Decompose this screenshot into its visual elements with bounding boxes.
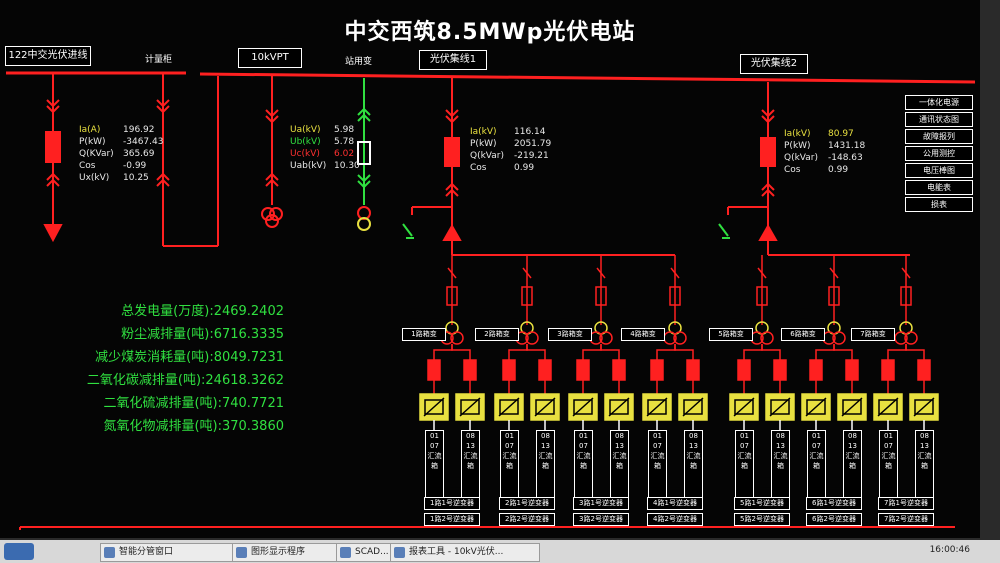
combiner-box[interactable]: 01 07 汇流箱 bbox=[500, 430, 519, 498]
combiner-box[interactable]: 01 07 汇流箱 bbox=[425, 430, 444, 498]
inverter-label[interactable]: 4路1号逆变器 bbox=[647, 497, 703, 510]
window-icon bbox=[340, 547, 351, 558]
combiner-box[interactable]: 01 07 汇流箱 bbox=[735, 430, 754, 498]
stat-nox-reduction: 氮氧化物减排量(吨):370.3860 bbox=[103, 419, 284, 434]
combiner-box[interactable]: 01 07 汇流箱 bbox=[648, 430, 667, 498]
branch-6 bbox=[801, 255, 867, 430]
nav-integrated-power[interactable]: 一体化电源 bbox=[905, 95, 973, 110]
page-title: 中交西筑8.5MWp光伏电站 bbox=[344, 20, 636, 45]
nav-voltage-bar[interactable]: 电压棒图 bbox=[905, 163, 973, 178]
branch-label-1[interactable]: 1路箱变 bbox=[402, 328, 446, 341]
inverter-label[interactable]: 4路2号逆变器 bbox=[647, 513, 703, 526]
combiner-box[interactable]: 01 07 汇流箱 bbox=[807, 430, 826, 498]
branch-label-6[interactable]: 6路箱变 bbox=[781, 328, 825, 341]
combiner-box[interactable]: 08 13 汇流箱 bbox=[843, 430, 862, 498]
line1-measurements: Ia(kV)116.14 P(kW)2051.79 Q(kVar)-219.21… bbox=[470, 127, 552, 173]
line2-measurements: Ia(kV)80.97 P(kW)1431.18 Q(kVar)-148.63 … bbox=[784, 129, 866, 175]
combiner-box[interactable]: 01 07 汇流箱 bbox=[574, 430, 593, 498]
inverter-label[interactable]: 6路2号逆变器 bbox=[806, 513, 862, 526]
task-item-4[interactable]: 报表工具 - 10kV光伏... bbox=[390, 543, 540, 562]
taskbar: 智能分管窗口 图形显示程序 SCAD... 报表工具 - 10kV光伏... 1… bbox=[0, 540, 1000, 563]
inverter-label[interactable]: 3路2号逆变器 bbox=[573, 513, 629, 526]
task-item-2[interactable]: 图形显示程序 bbox=[232, 543, 352, 562]
combiner-box[interactable]: 08 13 汇流箱 bbox=[536, 430, 555, 498]
nav-loss[interactable]: 损表 bbox=[905, 197, 973, 212]
pv-line1-label[interactable]: 光伏集线1 bbox=[419, 50, 487, 70]
combiner-box[interactable]: 08 13 汇流箱 bbox=[684, 430, 703, 498]
combiner-box[interactable]: 08 13 汇流箱 bbox=[915, 430, 934, 498]
incoming-feeder bbox=[43, 73, 63, 243]
branch-3 bbox=[568, 255, 634, 430]
branch-label-2[interactable]: 2路箱变 bbox=[475, 328, 519, 341]
branch-2 bbox=[494, 255, 560, 430]
stat-coal-saving: 减少煤炭消耗量(吨):8049.7231 bbox=[95, 350, 284, 365]
stat-dust-reduction: 粉尘减排量(吨):6716.3335 bbox=[121, 327, 284, 342]
combiner-box[interactable]: 08 13 汇流箱 bbox=[771, 430, 790, 498]
stat-total-generation: 总发电量(万度):2469.2402 bbox=[121, 304, 284, 319]
station-transformer-label: 站用变 bbox=[345, 57, 373, 67]
branch-label-3[interactable]: 3路箱变 bbox=[548, 328, 592, 341]
combiner-box[interactable]: 08 13 汇流箱 bbox=[610, 430, 629, 498]
task-item-1[interactable]: 智能分管窗口 bbox=[100, 543, 240, 562]
clock: 16:00:46 bbox=[929, 545, 970, 555]
combiner-box[interactable]: 01 07 汇流箱 bbox=[879, 430, 898, 498]
inverter-label[interactable]: 5路2号逆变器 bbox=[734, 513, 790, 526]
branch-label-7[interactable]: 7路箱变 bbox=[851, 328, 895, 341]
pv-line2-feeder bbox=[727, 82, 910, 256]
branch-label-4[interactable]: 4路箱变 bbox=[621, 328, 665, 341]
pt-branch bbox=[261, 76, 283, 228]
inverter-label[interactable]: 5路1号逆变器 bbox=[734, 497, 790, 510]
start-button[interactable] bbox=[4, 543, 34, 560]
metering-branch bbox=[156, 73, 219, 247]
station-transformer-branch bbox=[357, 78, 371, 231]
inverter-label[interactable]: 1路1号逆变器 bbox=[424, 497, 480, 510]
pv-line1-feeder bbox=[411, 78, 675, 256]
inverter-label[interactable]: 7路1号逆变器 bbox=[878, 497, 934, 510]
inverter-label[interactable]: 1路2号逆变器 bbox=[424, 513, 480, 526]
combiner-box[interactable]: 08 13 汇流箱 bbox=[461, 430, 480, 498]
pt-label[interactable]: 10kVPT bbox=[238, 48, 302, 68]
inverter-label[interactable]: 7路2号逆变器 bbox=[878, 513, 934, 526]
window-icon bbox=[394, 547, 405, 558]
single-line-diagram bbox=[6, 71, 976, 530]
branch-4 bbox=[642, 255, 708, 430]
branch-7 bbox=[873, 255, 939, 430]
metering-cabinet-label: 计量柜 bbox=[145, 55, 173, 65]
pv-line2-label[interactable]: 光伏集线2 bbox=[740, 54, 808, 74]
inverter-label[interactable]: 6路1号逆变器 bbox=[806, 497, 862, 510]
branch-1 bbox=[419, 255, 485, 430]
inverter-label[interactable]: 2路2号逆变器 bbox=[499, 513, 555, 526]
incoming-line-label[interactable]: 122中交光伏进线 bbox=[5, 46, 91, 66]
inverter-label[interactable]: 3路1号逆变器 bbox=[573, 497, 629, 510]
branch-label-5[interactable]: 5路箱变 bbox=[709, 328, 753, 341]
nav-fault-list[interactable]: 故障报列 bbox=[905, 129, 973, 144]
nav-comm-status[interactable]: 通讯状态图 bbox=[905, 112, 973, 127]
nav-energy-meter[interactable]: 电能表 bbox=[905, 180, 973, 195]
window-icon bbox=[236, 547, 247, 558]
nav-public-measure[interactable]: 公用测控 bbox=[905, 146, 973, 161]
stat-so2-reduction: 二氧化硫减排量(吨):740.7721 bbox=[103, 396, 284, 411]
window-icon bbox=[104, 547, 115, 558]
inverter-label[interactable]: 2路1号逆变器 bbox=[499, 497, 555, 510]
branch-5 bbox=[729, 255, 795, 430]
scada-screen: 中交西筑8.5MWp光伏电站 bbox=[0, 0, 980, 538]
incoming-measurements: Ia(A)196.92 P(kW)-3467.43 Q(KVar)365.69 … bbox=[79, 125, 164, 183]
pt-measurements: Ua(kV)5.98 Ub(kV)5.78 Uc(kV)6.02 Uab(kV)… bbox=[290, 125, 360, 171]
emission-stats: 总发电量(万度):2469.2402 粉尘减排量(吨):6716.3335 减少… bbox=[44, 300, 284, 438]
stat-co2-reduction: 二氧化碳减排量(吨):24618.3262 bbox=[86, 373, 284, 388]
